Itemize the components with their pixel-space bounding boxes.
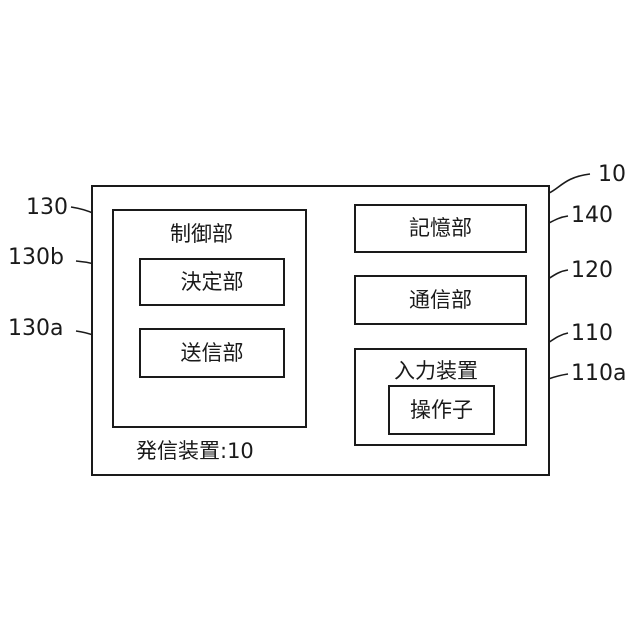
- decision-unit-label: 決定部: [181, 272, 244, 293]
- communication-unit-label: 通信部: [409, 290, 472, 311]
- ref-130b: 130b: [8, 247, 64, 269]
- transmit-unit-label: 送信部: [181, 343, 244, 364]
- ref-110a: 110a: [571, 363, 626, 385]
- operator-label: 操作子: [410, 400, 473, 421]
- ref-110: 110: [571, 323, 613, 345]
- decision-unit-box: 決定部: [139, 258, 285, 306]
- control-unit-label: 制御部: [170, 224, 233, 245]
- transmit-unit-box: 送信部: [139, 328, 285, 378]
- ref-10: 10: [598, 164, 626, 186]
- storage-unit-label: 記憶部: [409, 218, 472, 239]
- ref-130: 130: [26, 197, 68, 219]
- communication-unit-box: 通信部: [354, 275, 527, 325]
- leader-10: [549, 174, 590, 193]
- ref-140: 140: [571, 205, 613, 227]
- input-device-label: 入力装置: [394, 361, 478, 382]
- device-caption: 発信装置:10: [136, 441, 254, 462]
- operator-box: 操作子: [388, 385, 495, 435]
- storage-unit-box: 記憶部: [354, 204, 527, 253]
- ref-120: 120: [571, 260, 613, 282]
- ref-130a: 130a: [8, 318, 63, 340]
